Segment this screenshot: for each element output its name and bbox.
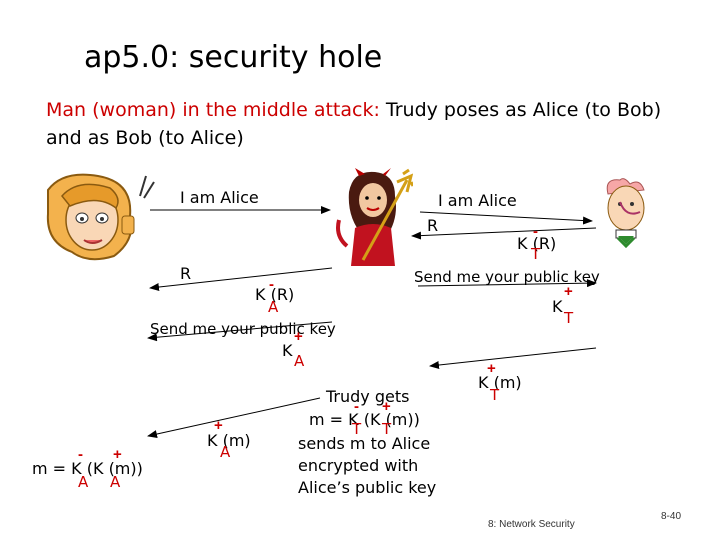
- intro-highlight: Man (woman) in the middle attack:: [46, 99, 380, 121]
- kt-m-sub: T: [490, 386, 500, 404]
- msg-kt-m: K (m): [478, 373, 522, 392]
- kt-r-sub: T: [531, 245, 541, 263]
- arrow-trudy-msg-to-alice: [147, 397, 321, 438]
- kt-plus-sign: +: [564, 283, 573, 300]
- kt-plus-sub: T: [564, 309, 574, 327]
- msg-r-right: R: [427, 216, 439, 235]
- arrow-trudy-to-bob: [419, 211, 593, 225]
- page-number: 8-40: [661, 511, 682, 522]
- msg-ka-plus: K: [282, 341, 293, 360]
- msg-send-pk-right: Send me your public key: [414, 268, 600, 286]
- msg-i-am-alice-1: I am Alice: [180, 188, 259, 207]
- arrow-trudy-r-to-alice: [149, 267, 333, 291]
- trudy-note-line3: sends m to Alice: [298, 434, 431, 453]
- trudy-note-minus: -: [354, 398, 359, 415]
- trudy-note-sub-1: T: [352, 420, 362, 438]
- ka-r-sub: A: [268, 298, 279, 316]
- ka-r-minus: -: [269, 276, 274, 293]
- page-title: ap5.0: security hole: [84, 40, 383, 75]
- msg-m-formula: m = K (K (m)): [32, 459, 143, 478]
- arrow-bob-r-to-trudy: [411, 227, 597, 240]
- msg-kt-plus: K: [552, 297, 563, 316]
- ka-plus-sign: +: [294, 328, 303, 345]
- msg-i-am-alice-2: I am Alice: [438, 191, 517, 210]
- ka-m-sub: A: [220, 443, 231, 461]
- trudy-note-line1: Trudy gets: [326, 387, 410, 406]
- m-formula-sub-2: A: [110, 473, 121, 491]
- ka-plus-sub: A: [294, 352, 305, 370]
- trudy-illustration: [336, 168, 413, 266]
- msg-send-pk-left: Send me your public key: [150, 320, 336, 338]
- m-formula-plus: +: [113, 446, 122, 463]
- intro-text: Man (woman) in the middle attack: Trudy …: [46, 96, 686, 152]
- msg-r-left: R: [180, 264, 192, 283]
- bob-illustration: [606, 178, 645, 248]
- arrow-bob-msg-to-trudy: [429, 347, 597, 370]
- msg-kt-r: K (R): [517, 234, 557, 253]
- trudy-note-line4: encrypted with: [298, 456, 419, 475]
- trudy-note-sub-2: T: [382, 420, 392, 438]
- arrow-trudy-to-alice-pk: [147, 321, 333, 342]
- intro-rest: Trudy poses as Alice (to Bob) and as Bob…: [46, 99, 662, 149]
- arrow-trudy-to-bob-pk: [417, 279, 597, 288]
- trudy-note-plus: +: [382, 398, 391, 415]
- msg-ka-m: K (m): [207, 431, 251, 450]
- msg-ka-r: K (R): [255, 285, 295, 304]
- kt-r-minus: -: [533, 223, 538, 240]
- kt-m-plus: +: [487, 360, 496, 377]
- m-formula-sub-1: A: [78, 473, 89, 491]
- trudy-note-line5: Alice’s public key: [298, 478, 437, 497]
- m-formula-minus: -: [78, 446, 83, 463]
- alice-illustration: [46, 173, 155, 261]
- footer-text: 8: Network Security: [488, 519, 575, 530]
- trudy-note-line2: m = K (K (m)): [309, 410, 420, 429]
- ka-m-plus: +: [214, 417, 223, 434]
